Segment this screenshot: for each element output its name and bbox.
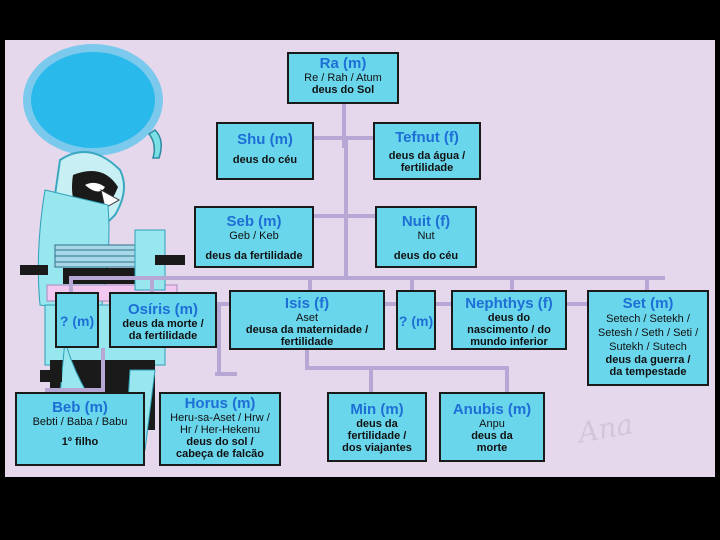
connector-line: [69, 276, 73, 292]
node-ra: Ra (m) Re / Rah / Atum deus do Sol: [287, 52, 399, 104]
connector-line: [645, 276, 649, 292]
node-seb: Seb (m) Geb / Keb deus da fertilidade: [194, 206, 314, 268]
node-title: Shu (m): [237, 131, 293, 148]
node-aliases: Re / Rah / Atum: [304, 72, 382, 84]
node-description: deus da fertilidade / dos viajantes: [342, 418, 412, 454]
node-aliases: Bebti / Baba / Babu: [32, 416, 128, 428]
node-title: Anubis (m): [452, 401, 532, 418]
node-aliases: Setech / Setekh / Setesh / Seth / Seti /…: [597, 313, 699, 353]
node-title: Isis (f): [284, 295, 330, 312]
node-description: deus da guerra / da tempestade: [605, 354, 691, 378]
node-description: deus da água / fertilidade: [388, 150, 466, 174]
connector-line: [308, 276, 312, 292]
artist-signature: Ana: [575, 407, 636, 450]
connector-line: [435, 302, 451, 306]
node-title: Seb (m): [226, 213, 282, 230]
connector-line: [215, 302, 231, 306]
node-tefnut: Tefnut (f) deus da água / fertilidade: [373, 122, 481, 180]
node-title: Nuit (f): [401, 213, 451, 230]
connector-line: [344, 136, 348, 216]
node-anubis: Anubis (m) Anpu deus da morte: [439, 392, 545, 462]
node-title: Min (m): [350, 401, 404, 418]
node-description: deus do sol / cabeça de falcão: [175, 436, 265, 460]
connector-line: [101, 348, 105, 392]
node-unknown-2: ? (m): [396, 290, 436, 350]
node-nephthys: Nephthys (f) deus do nascimento / do mun…: [451, 290, 567, 350]
node-title: Osíris (m): [127, 301, 199, 318]
node-description: deus da morte / da fertilidade: [122, 318, 204, 342]
node-title: Set (m): [622, 295, 674, 312]
sun-disk-icon: [23, 44, 163, 156]
node-description: deus do Sol: [311, 84, 375, 96]
connector-line: [510, 276, 514, 292]
family-tree-canvas: Ra (m) Re / Rah / Atum deus do Sol Shu (…: [5, 40, 715, 477]
node-aliases: Anpu: [479, 418, 505, 430]
node-horus: Horus (m) Heru-sa-Aset / Hrw / Hr / Her-…: [159, 392, 281, 466]
connector-line: [45, 388, 105, 392]
node-description: deus da morte: [471, 430, 513, 454]
node-description: deus do céu: [393, 250, 459, 262]
node-shu: Shu (m) deus do céu: [216, 122, 314, 180]
node-title: ? (m): [59, 313, 95, 329]
connector-line: [342, 104, 346, 148]
node-title: Beb (m): [52, 399, 108, 416]
connector-line: [308, 214, 398, 218]
connector-line: [565, 302, 587, 306]
node-title: Horus (m): [184, 395, 256, 412]
node-aliases: Heru-sa-Aset / Hrw / Hr / Her-Hekenu: [170, 412, 270, 436]
connector-line: [383, 302, 397, 306]
connector-line: [150, 276, 154, 292]
node-osiris: Osíris (m) deus da morte / da fertilidad…: [109, 292, 217, 348]
node-beb: Beb (m) Bebti / Baba / Babu 1º filho: [15, 392, 145, 466]
node-aliases: Geb / Keb: [229, 230, 279, 242]
connector-line: [369, 366, 373, 392]
node-nuit: Nuit (f) Nut deus do céu: [375, 206, 477, 268]
node-description: deus da fertilidade: [205, 250, 303, 262]
node-title: ? (m): [398, 313, 434, 329]
node-aliases: Aset: [295, 312, 318, 324]
node-aliases: Nut: [417, 230, 435, 242]
node-isis: Isis (f) Aset deusa da maternidade / fer…: [229, 290, 385, 350]
node-set: Set (m) Setech / Setekh / Setesh / Seth …: [587, 290, 709, 386]
connector-line: [69, 276, 665, 280]
node-description: deusa da maternidade / fertilidade: [245, 324, 369, 348]
connector-line: [305, 348, 309, 368]
node-title: Tefnut (f): [395, 129, 459, 146]
node-description: deus do céu: [232, 154, 298, 166]
connector-line: [505, 366, 509, 392]
node-description: deus do nascimento / do mundo inferior: [467, 312, 551, 348]
connector-line: [217, 304, 221, 372]
node-title: Ra (m): [319, 55, 367, 72]
node-unknown-1: ? (m): [55, 292, 99, 348]
connector-line: [344, 216, 348, 278]
node-title: Nephthys (f): [465, 295, 553, 312]
connector-line: [215, 372, 237, 376]
node-description: 1º filho: [61, 436, 99, 448]
connector-line: [410, 276, 414, 292]
node-min: Min (m) deus da fertilidade / dos viajan…: [327, 392, 427, 462]
connector-line: [305, 366, 509, 370]
